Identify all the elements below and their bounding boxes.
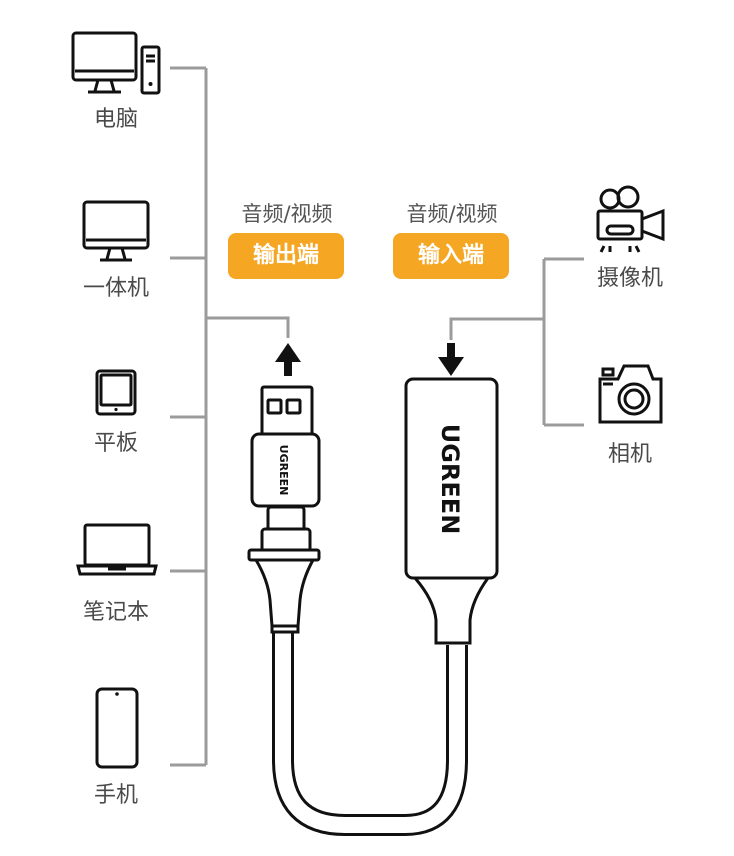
cable: [272, 632, 468, 836]
device-label-tablet: 平板: [93, 431, 139, 456]
video-camera-icon: [596, 185, 665, 253]
usb-brand-text: UGREEN: [277, 445, 290, 496]
desktop-computer-icon: [71, 31, 161, 95]
left-connector-lines: [170, 66, 290, 767]
input-badge: 输入端: [393, 233, 509, 279]
usb-plug: [247, 385, 321, 634]
laptop-icon: [76, 523, 158, 576]
device-label-laptop: 笔记本: [82, 600, 150, 625]
device-label-phone: 手机: [93, 783, 139, 808]
output-badge: 输出端: [228, 233, 344, 279]
device-label-all-in-one: 一体机: [82, 276, 150, 301]
phone-icon: [95, 687, 139, 769]
output-caption: 音频/视频: [241, 202, 333, 226]
photo-camera-icon: [598, 364, 663, 424]
tablet-icon: [95, 369, 137, 416]
right-connector-lines: [449, 257, 584, 427]
all-in-one-icon: [82, 200, 150, 262]
input-caption: 音频/视频: [406, 202, 498, 226]
input-arrow-icon: [438, 343, 464, 376]
capture-dongle: [404, 377, 499, 645]
output-arrow-icon: [275, 343, 301, 376]
device-label-computer: 电脑: [93, 107, 139, 132]
device-label-camcorder: 摄像机: [596, 266, 664, 291]
device-label-camera: 相机: [607, 442, 653, 467]
dongle-brand-text: UGREEN: [436, 424, 464, 535]
